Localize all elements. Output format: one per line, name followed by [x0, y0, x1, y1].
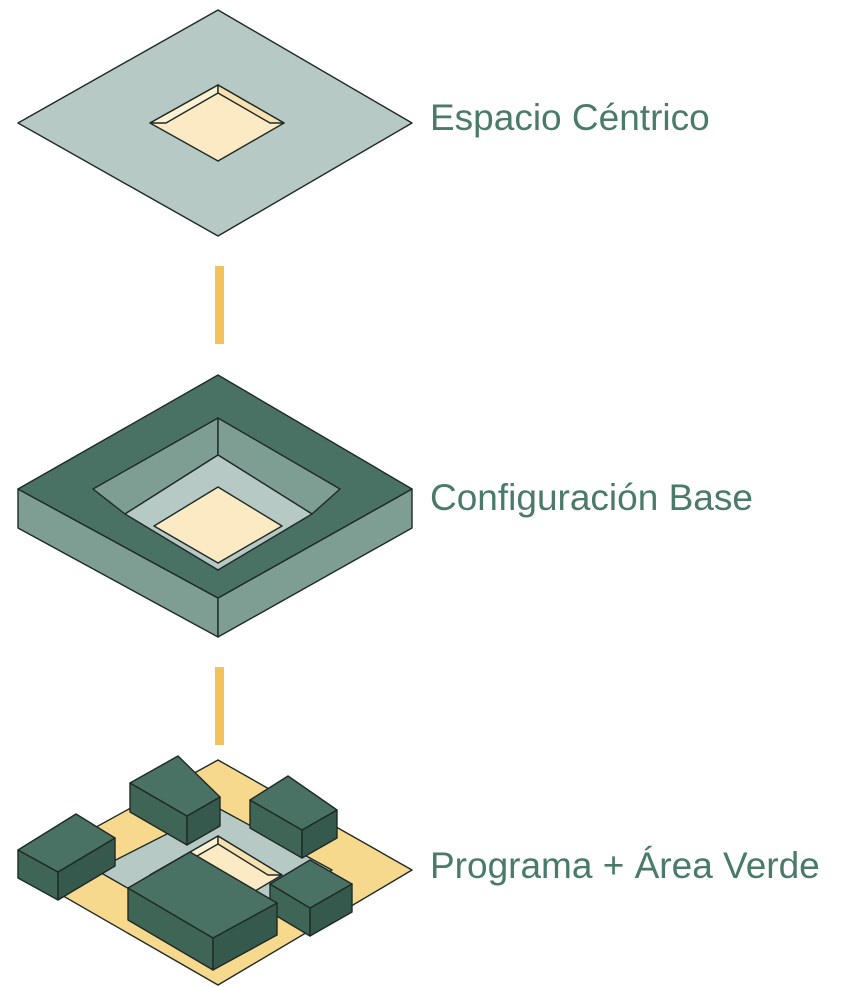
layer-label-middle: Configuración Base [430, 477, 753, 518]
layer-configuracion-base: Configuración Base [17, 374, 753, 638]
central-court-wall-right [217, 835, 283, 876]
layer-espacio-centrico: Espacio Céntrico [17, 9, 710, 237]
program-block-right [269, 859, 353, 937]
program-block-back [129, 755, 221, 846]
layer-programa-area-verde: Programa + Área Verde [17, 755, 820, 986]
layer-label-bottom: Programa + Área Verde [430, 845, 820, 886]
courtyard-sunken-center [153, 486, 283, 564]
connector-line-1 [215, 266, 224, 344]
program-block-front [127, 851, 278, 971]
program-block-right-back [249, 775, 338, 859]
connector-line-2 [215, 667, 224, 745]
central-opening-wall-right [217, 84, 285, 124]
layer-label-top: Espacio Céntrico [430, 97, 710, 138]
program-block-left [17, 813, 116, 901]
